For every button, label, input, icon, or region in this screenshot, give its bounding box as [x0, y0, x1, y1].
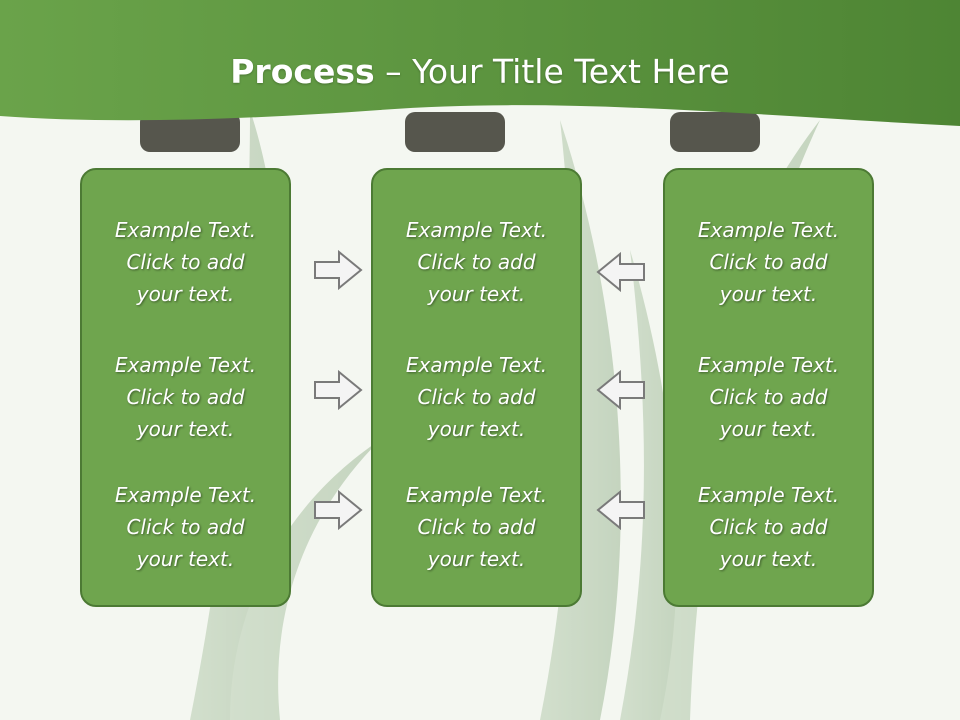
- text-line: Example Text.: [114, 483, 257, 507]
- text-block[interactable]: Example Text. Click to add your text.: [373, 349, 580, 445]
- title-rest: – Your Title Text Here: [374, 52, 730, 91]
- arrow-left-icon: [596, 252, 645, 292]
- text-line: Click to add: [126, 250, 245, 274]
- text-line: Example Text.: [697, 353, 840, 377]
- arrow-left-icon: [596, 370, 645, 410]
- text-line: Click to add: [709, 250, 828, 274]
- text-line: your text.: [427, 282, 526, 306]
- text-block[interactable]: Example Text. Click to add your text.: [665, 479, 872, 575]
- text-line: Example Text.: [405, 483, 548, 507]
- text-line: Click to add: [126, 515, 245, 539]
- text-line: your text.: [719, 282, 818, 306]
- text-line: Click to add: [417, 515, 536, 539]
- panel-right[interactable]: Example Text. Click to add your text. Ex…: [663, 168, 874, 607]
- text-line: Click to add: [417, 250, 536, 274]
- text-line: Click to add: [126, 385, 245, 409]
- text-block[interactable]: Example Text. Click to add your text.: [82, 349, 289, 445]
- text-line: Example Text.: [697, 483, 840, 507]
- text-line: Example Text.: [405, 218, 548, 242]
- text-line: your text.: [719, 547, 818, 571]
- text-block[interactable]: Example Text. Click to add your text.: [373, 214, 580, 310]
- text-block[interactable]: Example Text. Click to add your text.: [82, 479, 289, 575]
- panel-left[interactable]: Example Text. Click to add your text. Ex…: [80, 168, 291, 607]
- panel-middle[interactable]: Example Text. Click to add your text. Ex…: [371, 168, 582, 607]
- text-line: Example Text.: [114, 353, 257, 377]
- arrow-right-icon: [314, 490, 363, 530]
- text-line: your text.: [719, 417, 818, 441]
- text-line: Example Text.: [697, 218, 840, 242]
- text-line: your text.: [427, 547, 526, 571]
- text-line: Example Text.: [114, 218, 257, 242]
- text-block[interactable]: Example Text. Click to add your text.: [665, 349, 872, 445]
- text-line: Click to add: [709, 385, 828, 409]
- text-block[interactable]: Example Text. Click to add your text.: [82, 214, 289, 310]
- text-line: Click to add: [417, 385, 536, 409]
- title-bold: Process: [230, 52, 375, 91]
- slide-title: Process – Your Title Text Here: [0, 52, 960, 91]
- text-line: Click to add: [709, 515, 828, 539]
- arrow-right-icon: [314, 370, 363, 410]
- text-line: your text.: [136, 282, 235, 306]
- text-line: your text.: [136, 547, 235, 571]
- text-block[interactable]: Example Text. Click to add your text.: [373, 479, 580, 575]
- text-line: your text.: [427, 417, 526, 441]
- arrow-left-icon: [596, 490, 645, 530]
- text-line: Example Text.: [405, 353, 548, 377]
- arrow-right-icon: [314, 250, 363, 290]
- text-block[interactable]: Example Text. Click to add your text.: [665, 214, 872, 310]
- text-line: your text.: [136, 417, 235, 441]
